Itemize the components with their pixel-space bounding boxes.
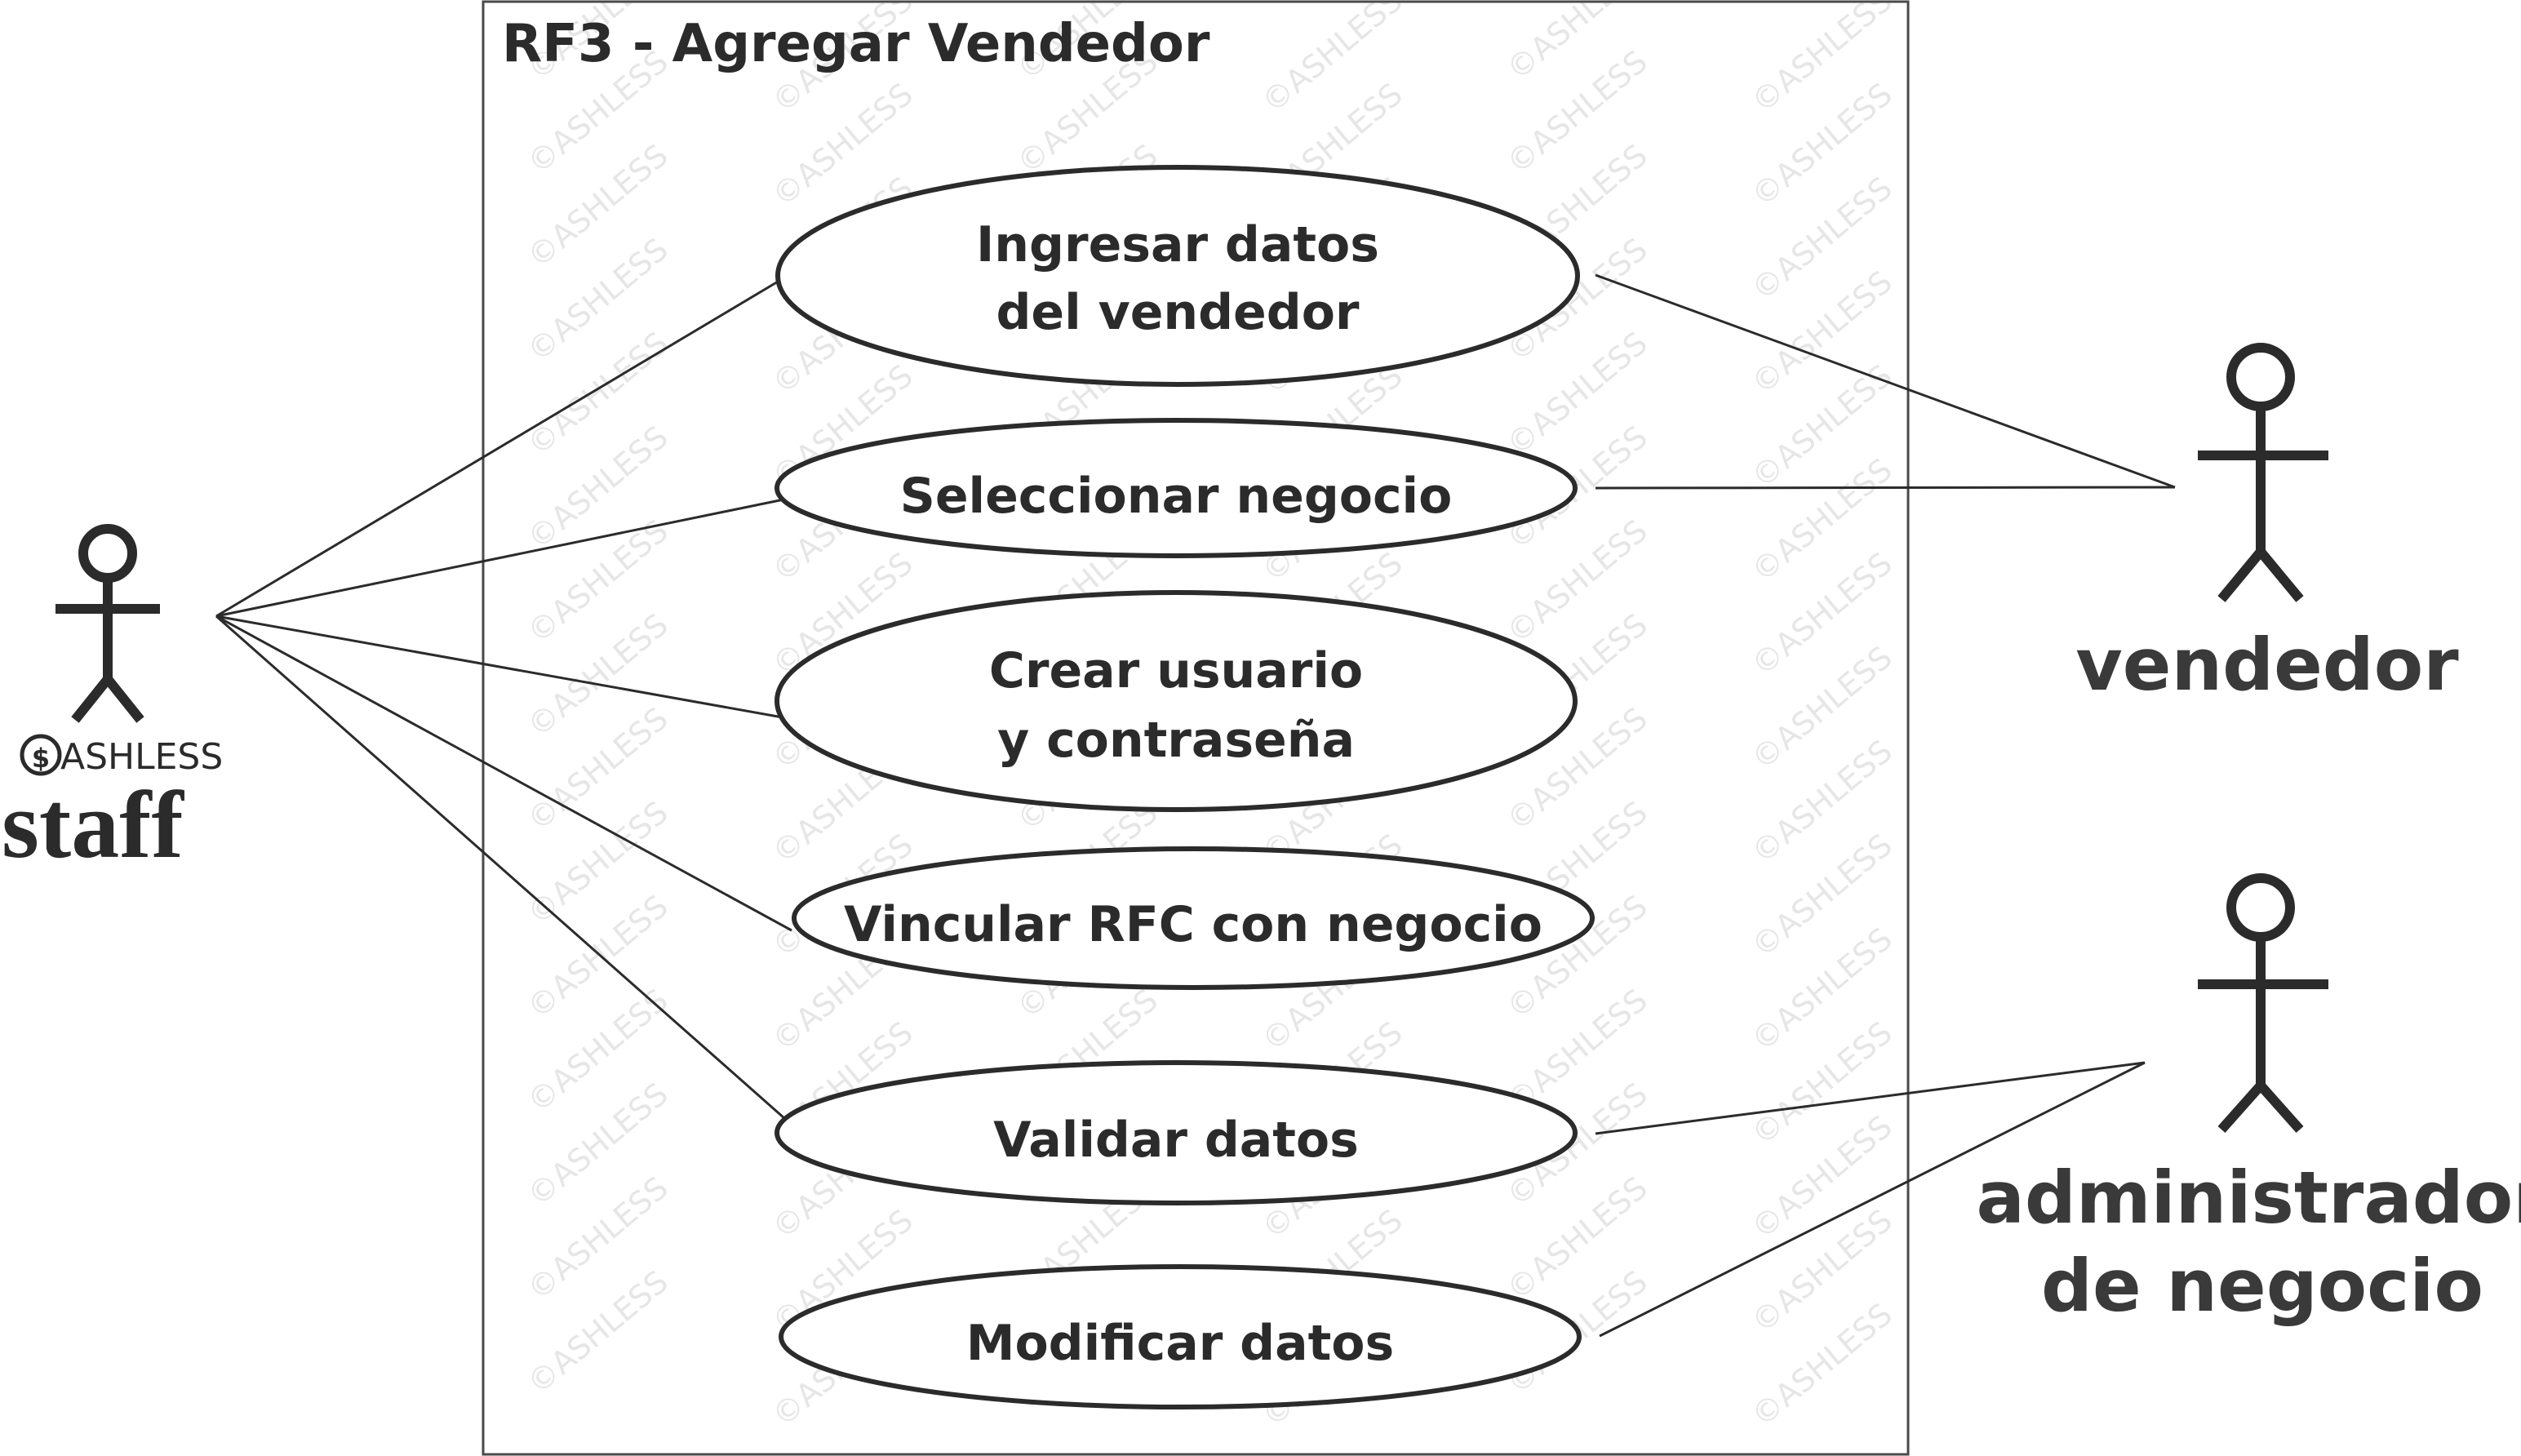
- association-line: [1595, 273, 2176, 489]
- association-line: [215, 615, 792, 1126]
- actor-leg-left: [2217, 1082, 2265, 1133]
- actor-staff[interactable]: [55, 524, 160, 723]
- use-case-label: del vendedor: [996, 284, 1359, 341]
- actor-leg-right: [2257, 548, 2304, 602]
- actor-leg-right: [2257, 1082, 2304, 1133]
- use-case-label: Vincular RFC con negocio: [844, 896, 1542, 953]
- actor-leg-left: [71, 676, 112, 723]
- use-case-label: Ingresar datos: [976, 216, 1379, 273]
- actor-administrador[interactable]: [2198, 873, 2328, 1133]
- actor-label-staff: staff: [2, 771, 185, 878]
- association-line: [1599, 1061, 2146, 1338]
- dollar-symbol: $: [32, 743, 50, 774]
- use-case-ellipse: [774, 418, 1578, 558]
- use-case-ellipse: [792, 846, 1595, 990]
- use-case-validar-datos[interactable]: Validar datos: [774, 1060, 1578, 1205]
- association-line: [215, 615, 792, 721]
- use-case-crear-usuario[interactable]: Crear usuario y contraseña: [774, 590, 1578, 812]
- association-line: [1595, 1061, 2146, 1135]
- actor-vendedor[interactable]: [2198, 343, 2328, 602]
- brand-name: ASHLESS: [60, 736, 223, 778]
- use-case-label: Modificar datos: [966, 1315, 1395, 1372]
- actor-leg-right: [104, 676, 144, 723]
- use-case-ellipse: [774, 1060, 1578, 1205]
- use-case-ellipse: [774, 590, 1578, 812]
- use-case-label: Seleccionar negocio: [900, 468, 1453, 525]
- actor-label-administrador: administrador: [1976, 1156, 2521, 1240]
- use-case-label: Crear usuario: [989, 642, 1363, 699]
- actor-head-icon: [2226, 873, 2295, 942]
- actor-label-vendedor: vendedor: [2075, 623, 2459, 707]
- actor-label-administrador: de negocio: [2041, 1244, 2483, 1328]
- association-line: [215, 272, 792, 618]
- diagram-title: RF3 - Agregar Vendedor: [502, 14, 1210, 74]
- dollar-coin-icon: [20, 734, 62, 776]
- actor-head-icon: [2226, 343, 2295, 411]
- use-case-label: Validar datos: [993, 1112, 1359, 1169]
- use-case-ellipse: [779, 1264, 1582, 1409]
- use-case-label: y contraseña: [997, 712, 1355, 769]
- association-line: [1595, 486, 2176, 490]
- actor-head-icon: [78, 524, 137, 583]
- use-case-ingresar-datos[interactable]: Ingresar datos del vendedor: [775, 165, 1580, 387]
- actor-leg-left: [2217, 548, 2265, 602]
- use-case-modificar-datos[interactable]: Modificar datos: [779, 1264, 1582, 1409]
- use-case-vincular-rfc[interactable]: Vincular RFC con negocio: [792, 846, 1595, 990]
- association-line: [215, 496, 792, 618]
- use-case-seleccionar-negocio[interactable]: Seleccionar negocio: [774, 418, 1578, 558]
- system-boundary: [482, 0, 1910, 1456]
- association-line: [215, 615, 792, 932]
- associations: [215, 272, 2176, 1338]
- cashless-logo: $ ASHLESS: [20, 734, 223, 778]
- use-case-ellipse: [775, 165, 1580, 387]
